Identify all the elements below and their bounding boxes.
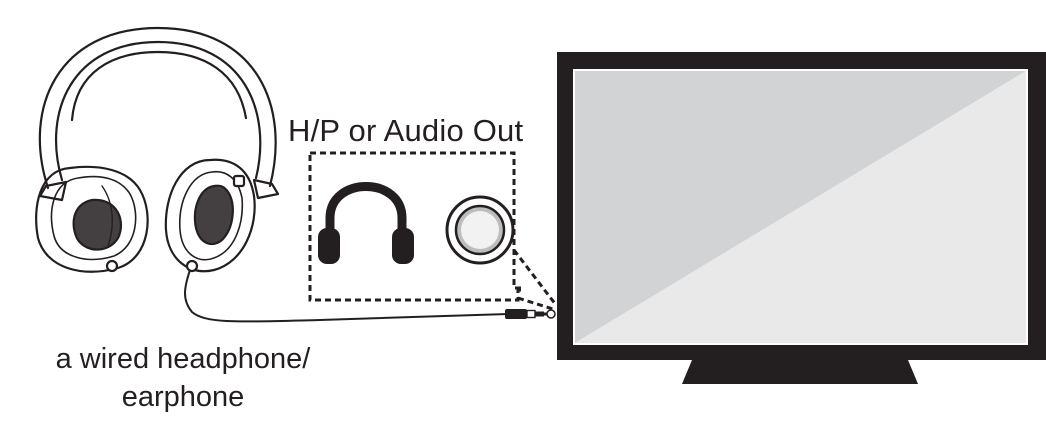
headphone-cable: [184, 269, 509, 323]
headphone-symbol-icon: [318, 182, 414, 264]
device-caption-line1: a wired headphone/: [55, 343, 311, 375]
device-caption-line2: earphone: [121, 381, 245, 413]
device-caption: a wired headphone/ earphone: [18, 340, 348, 416]
television-icon: [546, 52, 1046, 384]
audio-port-callout: [308, 151, 558, 312]
wired-headphones-icon: [35, 26, 280, 273]
audio-jack-icon: [445, 195, 515, 265]
port-label: H/P or Audio Out: [288, 113, 524, 148]
3.5mm-plug-icon: [505, 309, 554, 319]
